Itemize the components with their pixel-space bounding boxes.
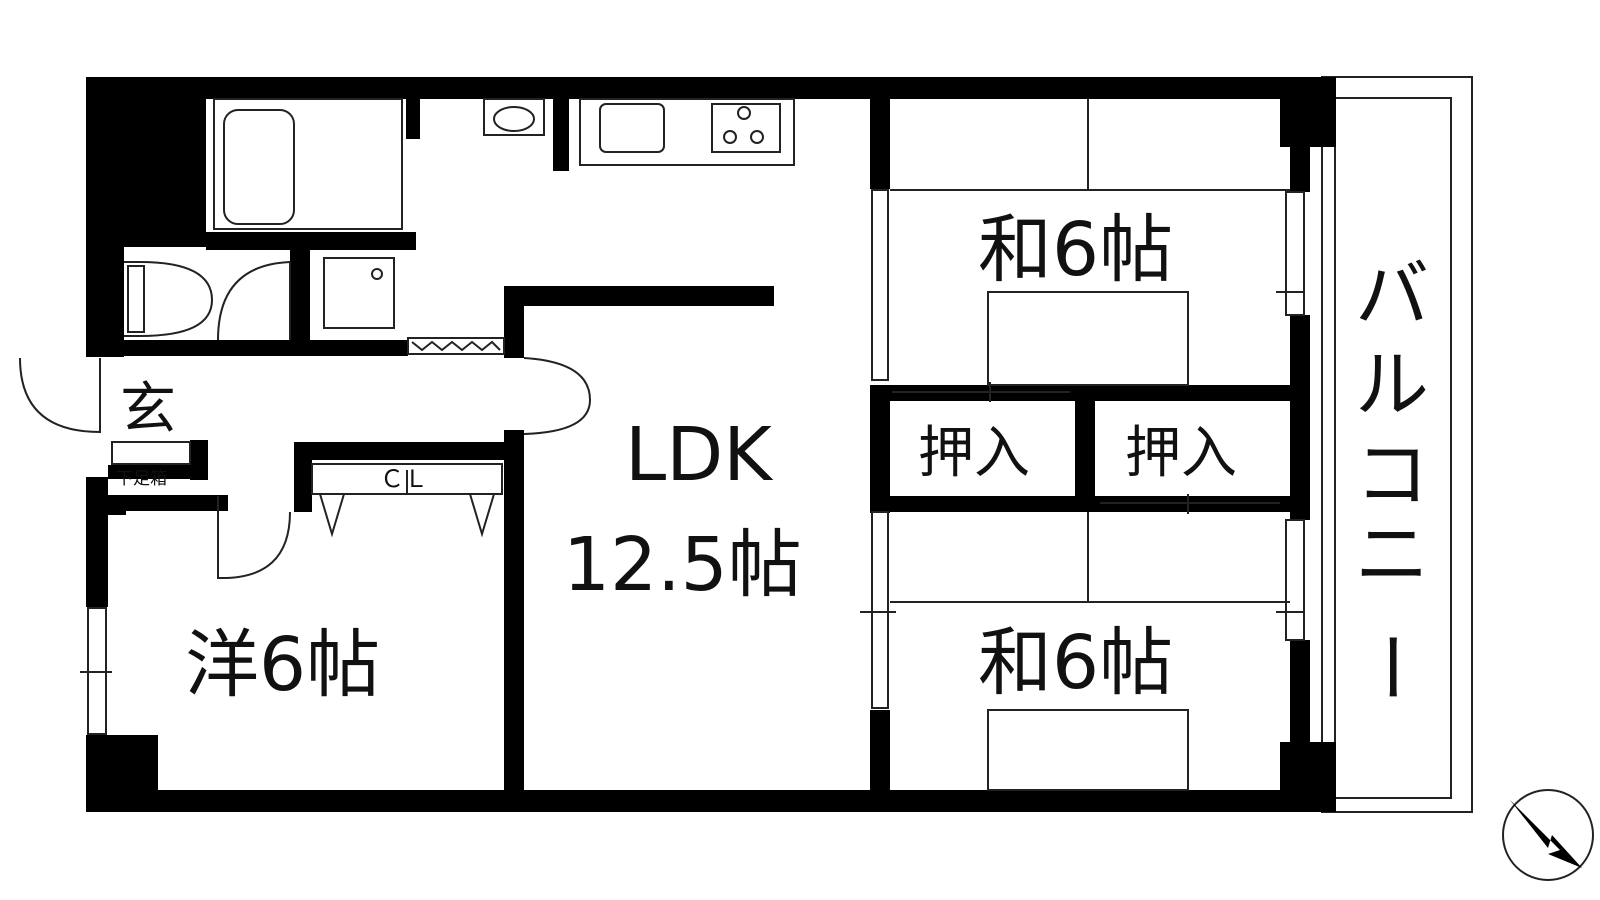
north-arrow-icon	[1502, 789, 1594, 881]
closet-right-label: 押入	[1125, 421, 1237, 486]
walk-closet-label: ＣＬ	[380, 465, 428, 493]
fixtures	[19, 98, 1305, 791]
outer-walls	[86, 77, 1336, 812]
kitchen-counter	[579, 98, 795, 166]
japanese-room-top-label: 和6帖	[978, 207, 1173, 293]
interior-walls	[108, 99, 1290, 800]
balcony-label: バ ル コ ニ ー	[1347, 252, 1433, 704]
entrance-label: 玄	[120, 377, 176, 442]
ldk-name-label: LDK	[625, 412, 774, 498]
closet-left-label: 押入	[918, 421, 1030, 486]
shoe-box-label: 下足箱	[116, 469, 167, 489]
balcony-char-5: ー	[1347, 630, 1433, 704]
balcony-char-1: バ	[1355, 252, 1429, 338]
western-room-label: 洋6帖	[185, 622, 380, 708]
ldk-size-label: 12.5帖	[563, 522, 802, 608]
balcony-char-4: ニ	[1355, 512, 1429, 598]
balcony-char-2: ル	[1355, 342, 1429, 428]
balcony-char-3: コ	[1355, 432, 1429, 518]
balcony	[1321, 76, 1473, 813]
bathtub	[213, 98, 403, 230]
japanese-room-bottom-label: 和6帖	[978, 620, 1173, 706]
